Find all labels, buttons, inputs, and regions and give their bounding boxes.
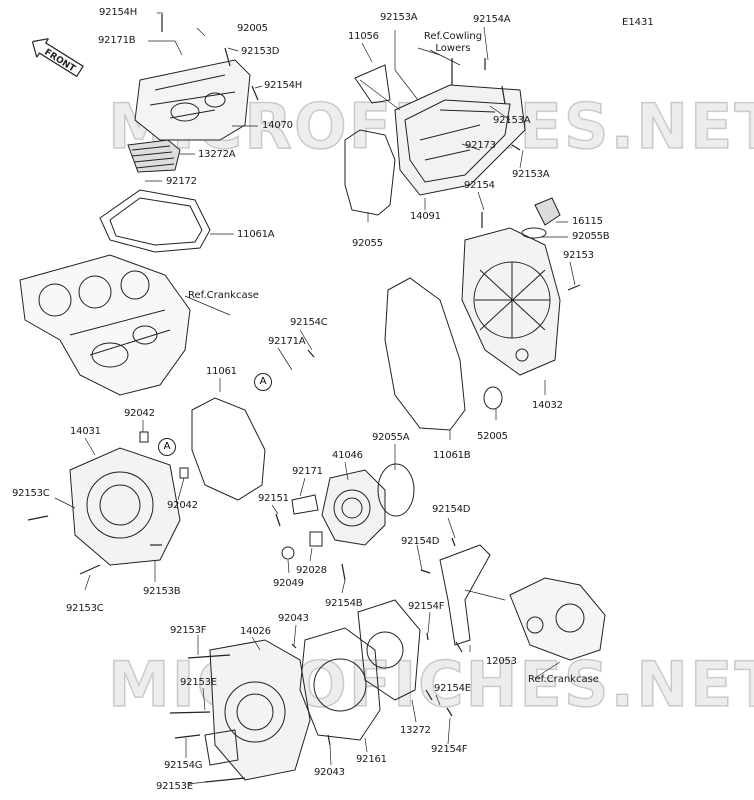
- gasket-11061b: [384, 277, 466, 431]
- cap-16115: [534, 197, 561, 226]
- bracket-12053: [439, 544, 491, 646]
- part-label: 92049: [273, 578, 304, 589]
- part-label: 92171B: [98, 35, 136, 46]
- part-label: 92154C: [290, 317, 328, 328]
- part-label: 92171: [292, 466, 323, 477]
- part-label: 11061: [206, 366, 237, 377]
- gasket-11061: [191, 397, 266, 501]
- callout-a-lower: A: [158, 438, 176, 456]
- part-label: 16115: [572, 216, 603, 227]
- cover-14031: [69, 447, 181, 566]
- part-label: 92154A: [473, 14, 511, 25]
- part-label: 14091: [410, 211, 441, 222]
- part-label: 92153C: [12, 488, 50, 499]
- cover-14026: [209, 639, 311, 781]
- part-label: 92154F: [431, 744, 468, 755]
- part-label: 14026: [240, 626, 271, 637]
- part-label: 92154D: [432, 504, 471, 515]
- part-label: 92153C: [66, 603, 104, 614]
- part-label: 92161: [356, 754, 387, 765]
- part-label: 92153A: [512, 169, 550, 180]
- part-label: 41046: [332, 450, 363, 461]
- part-label: 52005: [477, 431, 508, 442]
- part-label: 92153F: [170, 625, 207, 636]
- part-label: 92153D: [241, 46, 280, 57]
- part-label: 92042: [124, 408, 155, 419]
- crankcase-lower: [509, 577, 606, 661]
- part-label: 92154H: [264, 80, 303, 91]
- part-label: 92154E: [434, 683, 471, 694]
- part-label: 13272A: [198, 149, 236, 160]
- part-label: 92153E: [180, 677, 217, 688]
- part-label: 92043: [314, 767, 345, 778]
- part-label: 92055A: [372, 432, 410, 443]
- part-label: 92043: [278, 613, 309, 624]
- bracket-11056: [354, 64, 391, 104]
- part-label: 92153A: [493, 115, 531, 126]
- part-label: 13272: [400, 725, 431, 736]
- cover-41046: [321, 469, 386, 546]
- part-label: 14031: [70, 426, 101, 437]
- part-label: 92055B: [572, 231, 610, 242]
- part-label: 12053: [486, 656, 517, 667]
- part-label: 14070: [262, 120, 293, 131]
- part-label: 92055: [352, 238, 383, 249]
- part-label: 92028: [296, 565, 327, 576]
- part-label: 92153: [563, 250, 594, 261]
- part-label: 92172: [166, 176, 197, 187]
- part-label: 11056: [348, 31, 379, 42]
- cover-14091: [394, 84, 526, 196]
- part-label: 92153B: [143, 586, 181, 597]
- ref-crankcase-top: Ref.Crankcase: [188, 290, 259, 301]
- cover-92161: [299, 627, 381, 741]
- gasket-13272: [357, 599, 421, 701]
- part-label: 92171A: [268, 336, 306, 347]
- ref-cowling-lowers: Ref.Cowling Lowers: [423, 31, 483, 54]
- part-label: 11061A: [237, 229, 275, 240]
- part-label: 11061B: [433, 450, 471, 461]
- part-label: 92042: [167, 500, 198, 511]
- cover-14070: [134, 59, 251, 141]
- part-label: 92151: [258, 493, 289, 504]
- callout-a-upper: A: [254, 373, 272, 391]
- diagram-code: E1431: [622, 17, 654, 28]
- part-label: 92153A: [380, 12, 418, 23]
- part-label: 92005: [237, 23, 268, 34]
- crankcase-upper: [19, 254, 191, 396]
- ref-crankcase-bottom: Ref.Crankcase: [528, 674, 599, 685]
- part-label: 92154B: [325, 598, 363, 609]
- part-label: 92154D: [401, 536, 440, 547]
- part-label: 92153E: [156, 781, 193, 792]
- part-label: 92173: [465, 140, 496, 151]
- gasket-11061a: [99, 189, 211, 253]
- part-label: 92154H: [99, 7, 138, 18]
- part-label: 14032: [532, 400, 563, 411]
- gasket-92055: [344, 129, 396, 216]
- part-label: 92154G: [164, 760, 203, 771]
- part-label: 92154F: [408, 601, 445, 612]
- part-label: 92154: [464, 180, 495, 191]
